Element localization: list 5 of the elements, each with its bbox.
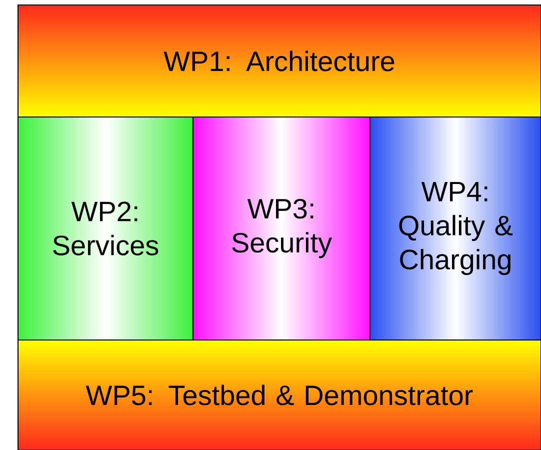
work-package-column: WP2: Services (17, 116, 194, 341)
work-package-column: WP3: Security (192, 116, 371, 341)
work-package-column: WP4: Quality & Charging (369, 116, 541, 341)
work-package-band: WP1: Architecture (17, 4, 541, 118)
work-package-band: WP5: Testbed & Demonstrator (17, 339, 541, 450)
